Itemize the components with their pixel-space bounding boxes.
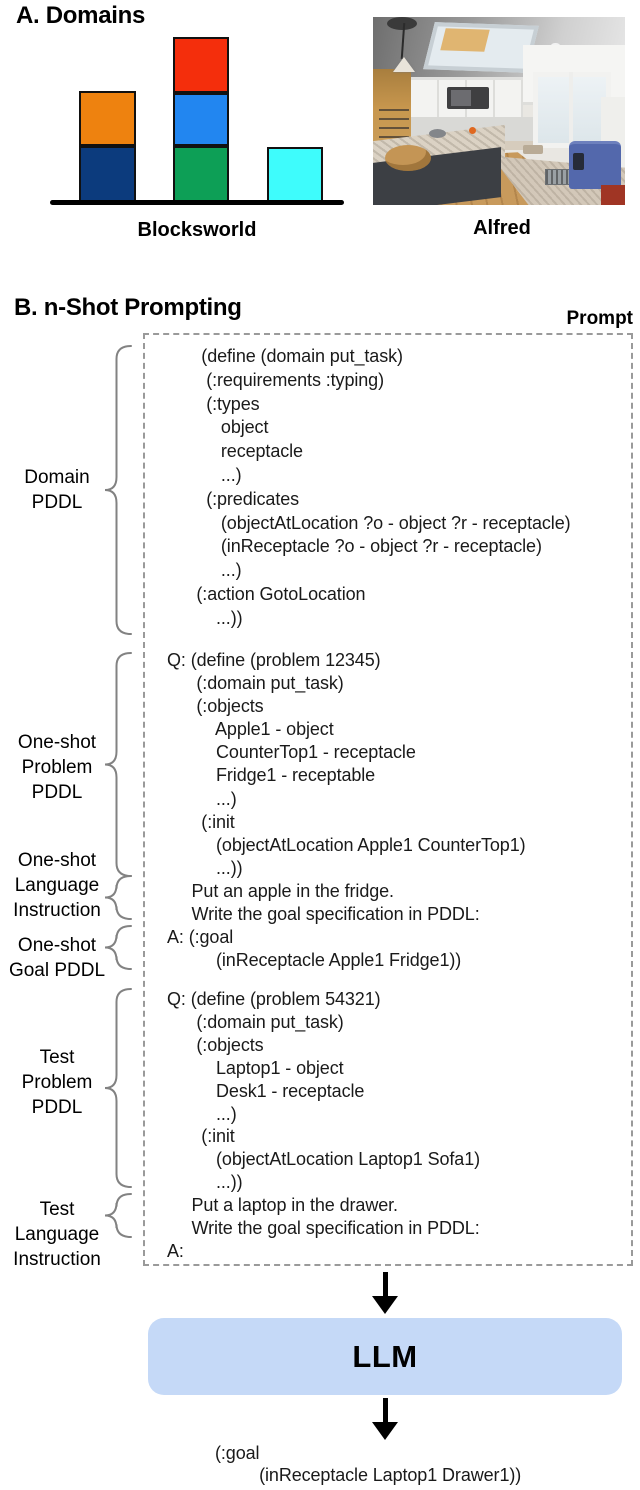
blocksworld-stack2-top-block <box>173 37 229 93</box>
toaster <box>545 169 575 185</box>
gray-bowl <box>429 129 446 138</box>
alfred-kitchen-image <box>373 17 625 205</box>
blue-coffee-machine <box>569 141 621 189</box>
pendant-lamp-shade <box>393 57 415 72</box>
sink <box>523 145 543 154</box>
llm-label: LLM <box>352 1338 418 1374</box>
section-b-heading: B. n-Shot Prompting <box>14 294 242 321</box>
window-mullion <box>569 72 573 148</box>
domain-pddl-brace <box>104 345 132 635</box>
one-shot-language-instruction-brace <box>104 875 132 920</box>
blocksworld-stack2-middle-block <box>173 93 229 146</box>
tomato <box>469 127 476 134</box>
prompt-block-domain-pddl: (define (domain put_task) (:requirements… <box>196 346 571 628</box>
prompt-block-test: Q: (define (problem 54321) (:domain put_… <box>167 989 480 1261</box>
blocksworld-label: Blocksworld <box>137 219 257 241</box>
label-one-shot-language-instruction: One-shot Language Instruction <box>13 850 101 921</box>
prompt-tag: Prompt <box>566 308 634 329</box>
label-one-shot-goal-pddl: One-shot Goal PDDL <box>8 935 106 981</box>
red-object <box>601 185 625 205</box>
microwave-door <box>451 90 471 106</box>
arrow-prompt-to-llm <box>372 1272 398 1314</box>
blocksworld-stack1-top-block <box>79 91 136 146</box>
prompt-block-one-shot: Q: (define (problem 12345) (:domain put_… <box>167 650 526 971</box>
lamp-canopy <box>387 17 417 30</box>
label-test-problem-pddl: Test Problem PDDL <box>21 1047 93 1118</box>
label-one-shot-problem-pddl: One-shot Problem PDDL <box>17 732 97 803</box>
section-a-heading: A. Domains <box>16 2 146 29</box>
blocksworld-stack1-bottom-block <box>79 146 136 202</box>
machine-panel <box>573 153 584 170</box>
label-test-language-instruction: Test Language Instruction <box>13 1199 101 1270</box>
alfred-label: Alfred <box>473 217 531 239</box>
bread-loaf <box>385 145 431 171</box>
llm-output-text: (:goal (inReceptacle Laptop1 Drawer1)) <box>215 1443 522 1485</box>
test-problem-pddl-brace <box>104 988 132 1188</box>
arrow-llm-to-output <box>372 1398 398 1440</box>
one-shot-goal-pddl-brace <box>104 925 132 970</box>
llm-box: LLM <box>148 1318 622 1395</box>
skylight-warm-light <box>440 28 490 52</box>
blocksworld-stack3-block <box>267 147 323 202</box>
prompt-box <box>143 333 633 1266</box>
test-language-instruction-brace <box>104 1193 132 1238</box>
blocksworld-stack2-bottom-block <box>173 146 229 202</box>
one-shot-problem-pddl-brace <box>104 652 132 877</box>
blocksworld-table-line <box>50 200 344 205</box>
label-domain-pddl: Domain PDDL <box>24 467 90 513</box>
upper-cabinets <box>411 77 523 119</box>
